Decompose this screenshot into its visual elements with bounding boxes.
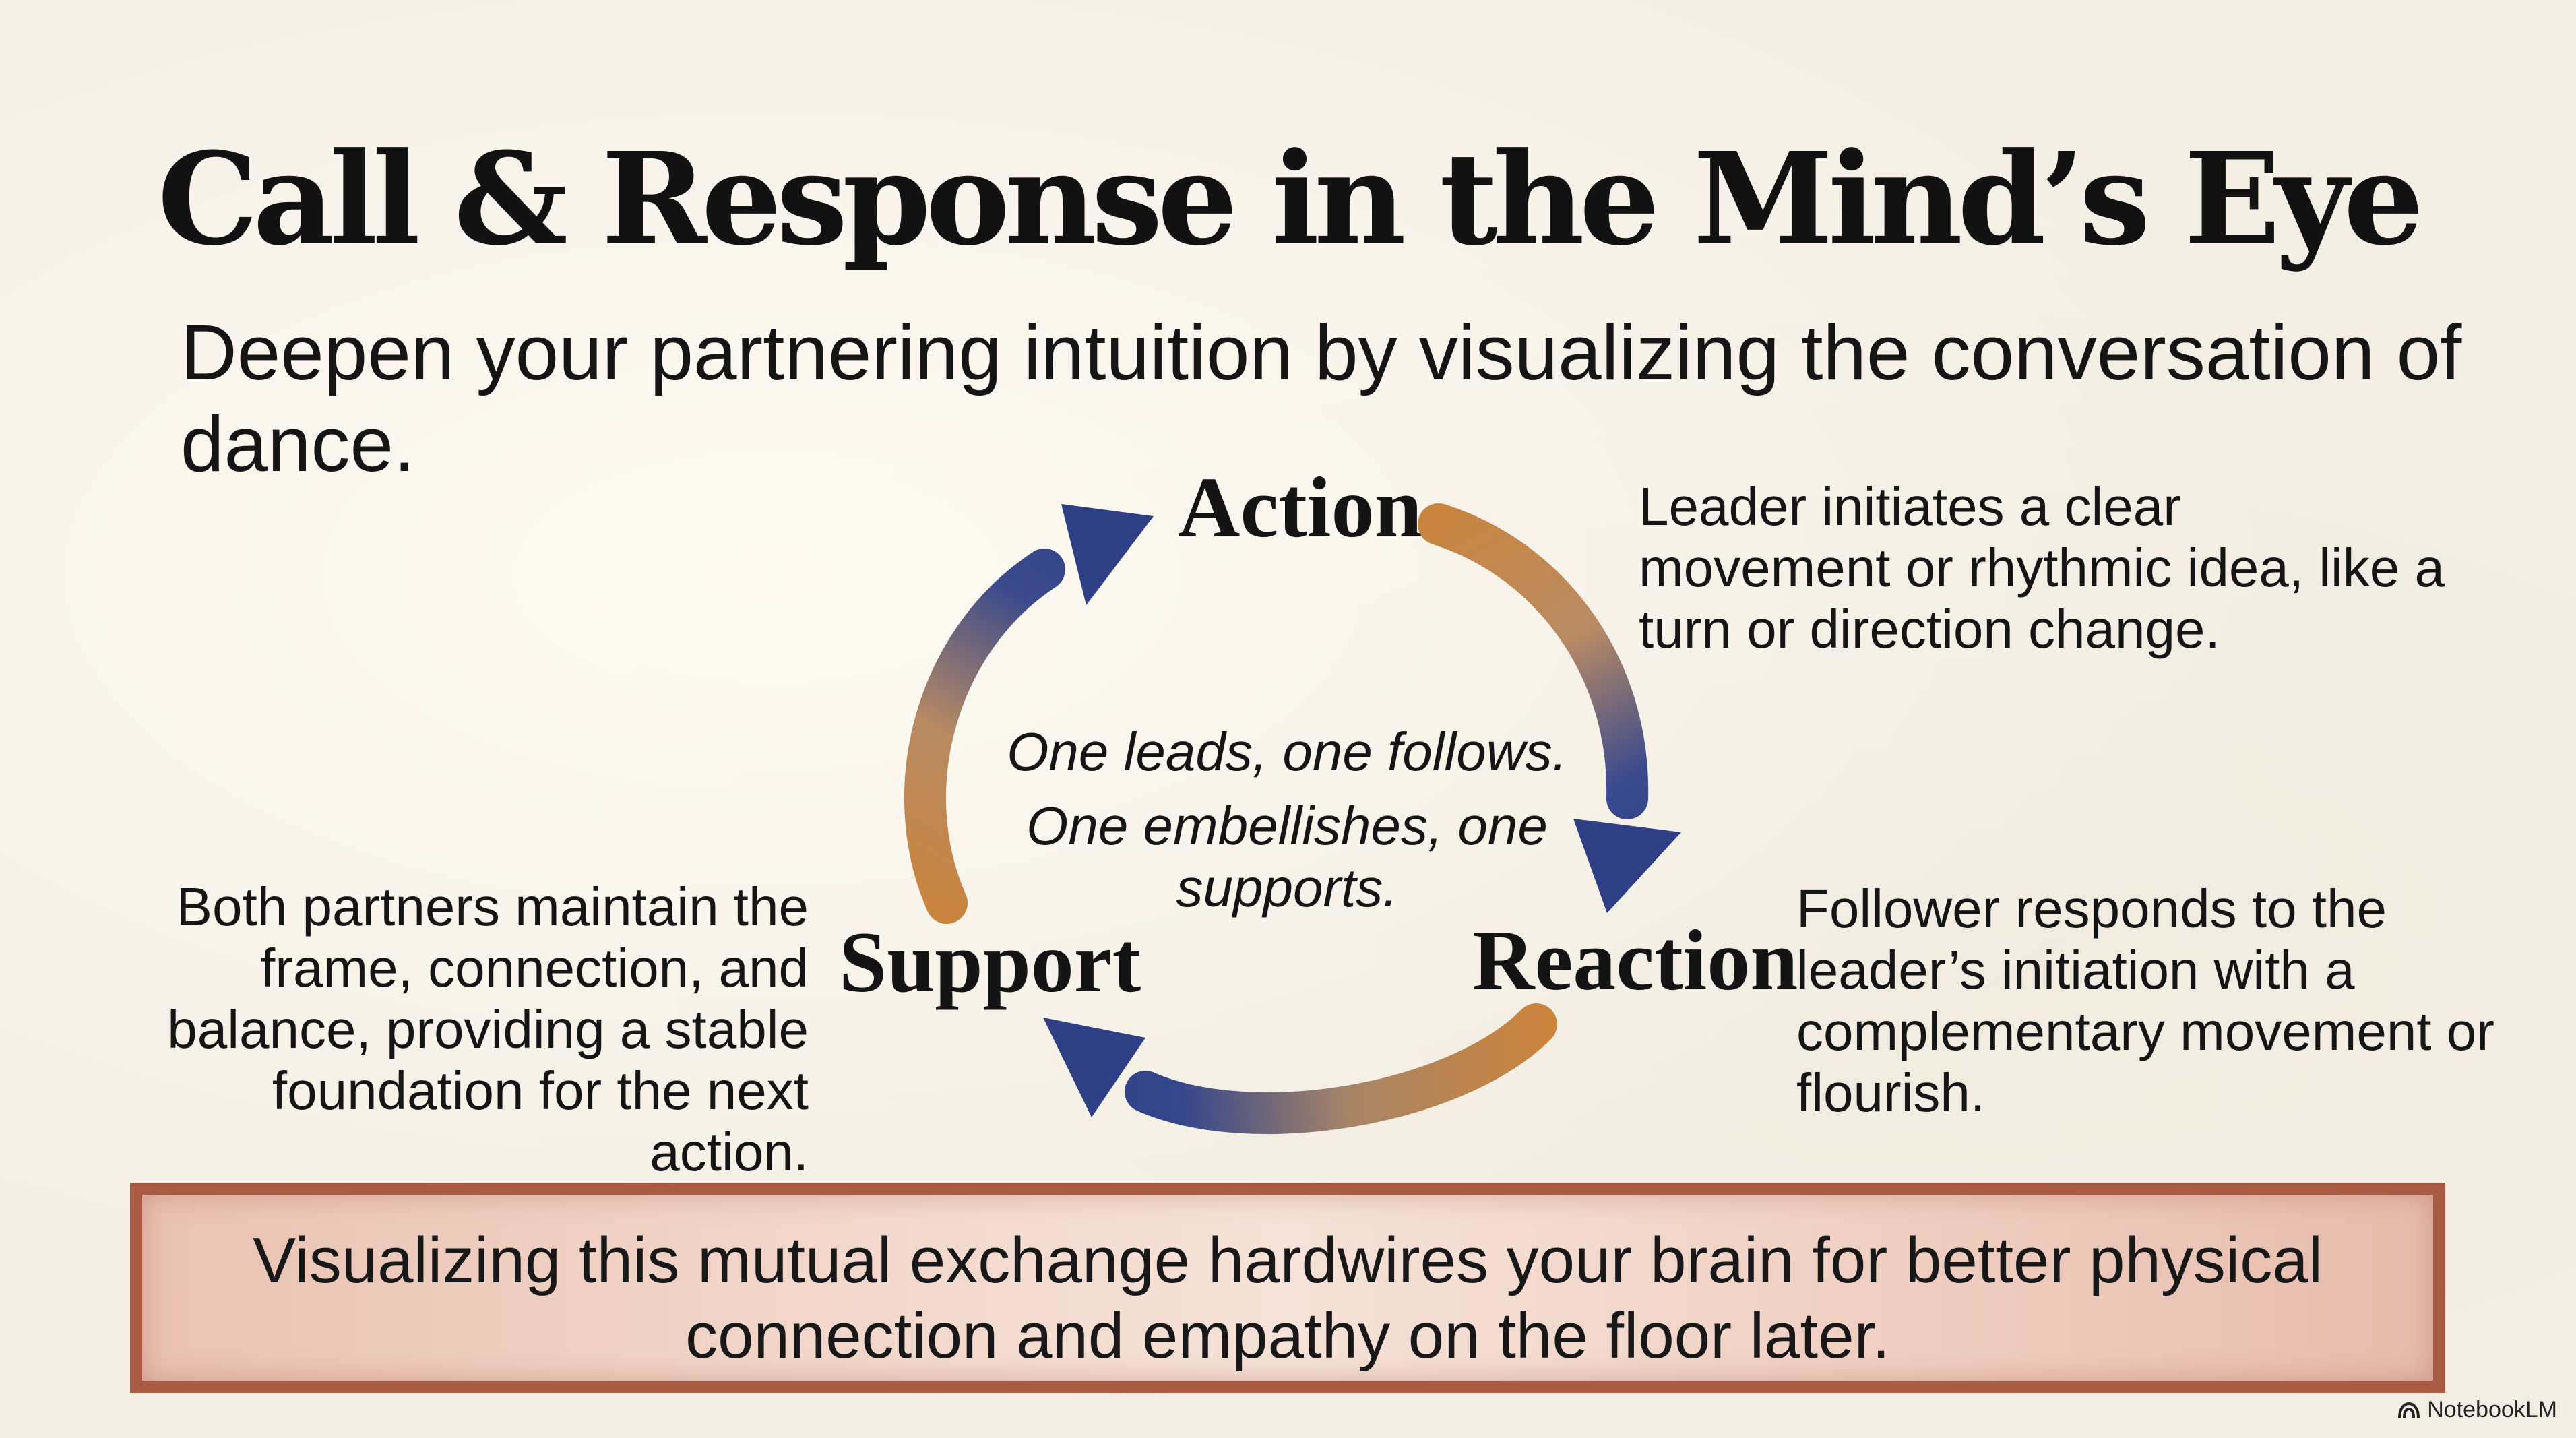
node-label-reaction: Reaction — [1472, 912, 1798, 1008]
brand-watermark: NotebookLM — [2397, 1397, 2557, 1423]
arrow-action-to-reaction — [1418, 503, 1681, 913]
notebooklm-logo-icon — [2398, 1402, 2420, 1418]
node-label-support: Support — [839, 914, 1141, 1010]
center-caption-embellish-support: One embellishes, one supports. — [1026, 796, 1548, 918]
node-label-action: Action — [1178, 460, 1422, 555]
arrow-reaction-to-support — [1043, 1003, 1557, 1134]
brand-label: NotebookLM — [2427, 1397, 2557, 1423]
description-support: Both partners maintain the frame, connec… — [167, 877, 809, 1182]
description-reaction: Follower responds to the leader’s initia… — [1796, 879, 2494, 1123]
takeaway-text: Visualizing this mutual exchange hardwir… — [253, 1224, 2323, 1372]
description-action: Leader initiates a clear movement or rhy… — [1639, 476, 2445, 659]
takeaway-banner: Visualizing this mutual exchange hardwir… — [130, 1183, 2445, 1393]
slide-title: Call & Response in the Mind’s Eye — [157, 125, 2424, 274]
arrow-support-to-action — [904, 504, 1154, 924]
slide-subtitle: Deepen your partnering intuition by visu… — [181, 309, 2462, 488]
center-caption-lead-follow: One leads, one follows. — [1007, 722, 1567, 782]
